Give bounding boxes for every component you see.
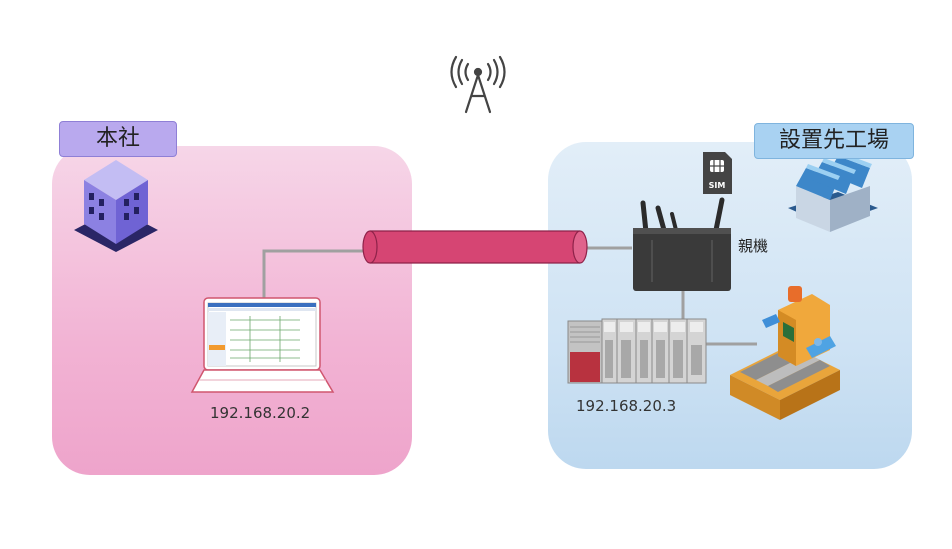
pc-ip-address: 192.168.20.2: [210, 404, 311, 422]
pc-to-tunnel-line: [262, 249, 364, 298]
antenna-tower-icon: [450, 55, 506, 114]
connection-lines: [262, 246, 757, 346]
sim-card-text: SIM: [709, 181, 726, 190]
plc-ip-address: 192.168.20.3: [576, 397, 677, 415]
sim-card-icon: SIM: [703, 152, 732, 194]
factory-site-label: 設置先工場: [754, 123, 914, 159]
factory-icon: [788, 152, 878, 232]
laptop-icon: [190, 297, 335, 393]
office-building-icon: [74, 160, 158, 252]
router-icon: [633, 197, 731, 291]
plc-icon: [567, 318, 707, 384]
machining-center-icon: [730, 286, 840, 420]
vpn-tunnel: [362, 230, 588, 264]
headquarters-label: 本社: [59, 121, 177, 157]
router-label: 親機: [738, 237, 769, 255]
